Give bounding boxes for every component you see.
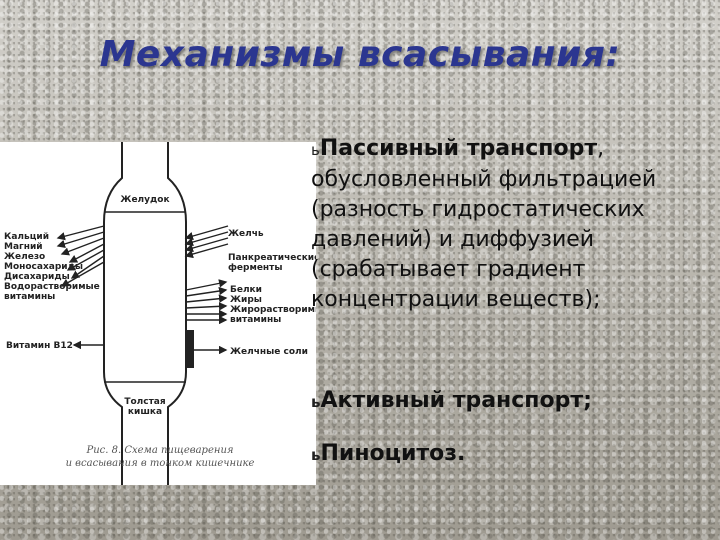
label-watersoluble-1: Водорастворимые <box>4 282 100 292</box>
label-proteins: Белки <box>230 285 262 295</box>
passive-transport-lead: Пассивный транспорт <box>320 136 597 161</box>
label-magnesium: Магний <box>4 242 43 252</box>
label-colon-2: кишка <box>128 407 162 417</box>
label-pancreatic-1: Панкреатические <box>228 253 316 263</box>
digestion-diagram-svg: Желудок Желчь Панкреатические ферменты К… <box>0 142 316 485</box>
label-disaccharides: Дисахариды <box>4 272 70 282</box>
label-bile: Желчь <box>228 229 264 239</box>
caption-line-1: Рис. 8. Схема пищеварения <box>85 445 233 456</box>
intestine-right-wall <box>168 142 186 485</box>
bullet-marker: ь <box>311 446 321 464</box>
bullet-list: ьПассивный транспорт, обусловленный филь… <box>311 134 711 315</box>
bullet-pinocytosis: ьПиноцитоз. <box>311 441 465 466</box>
pinocytosis-text: Пиноцитоз. <box>321 441 466 466</box>
bullet-passive-transport: ьПассивный транспорт, обусловленный филь… <box>311 134 711 315</box>
label-fats: Жиры <box>230 295 262 305</box>
bullet-active-transport: ьАктивный транспорт; <box>311 388 592 413</box>
slide-title: Механизмы всасывания: <box>0 34 720 75</box>
passive-transport-text: , обусловленный фильтрацией (разность ги… <box>311 136 656 312</box>
label-vitamin-b12: Витамин В12 <box>6 341 73 351</box>
digestion-diagram: Желудок Желчь Панкреатические ферменты К… <box>0 142 316 485</box>
label-iron: Железо <box>4 252 45 262</box>
label-watersoluble-2: витамины <box>4 292 55 302</box>
label-stomach: Желудок <box>120 195 169 205</box>
label-monosaccharides: Моносахариды <box>4 262 83 272</box>
bullet-marker: ь <box>311 393 321 411</box>
label-colon-1: Толстая <box>124 397 166 407</box>
caption-line-2: и всасывания в тонком кишечнике <box>66 458 255 469</box>
intestine-left-wall <box>104 142 122 485</box>
label-calcium: Кальций <box>4 232 49 242</box>
label-pancreatic-2: ферменты <box>228 263 283 273</box>
right-arrows-in <box>186 226 228 256</box>
bullet-marker: ь <box>311 141 320 159</box>
label-bile-salts: Желчные соли <box>230 347 308 357</box>
active-transport-text: Активный транспорт; <box>321 388 592 413</box>
label-fatsoluble-2: витамины <box>230 315 281 325</box>
bile-salts-block <box>186 330 194 368</box>
label-fatsoluble-1: Жирорастворимые <box>230 305 316 315</box>
